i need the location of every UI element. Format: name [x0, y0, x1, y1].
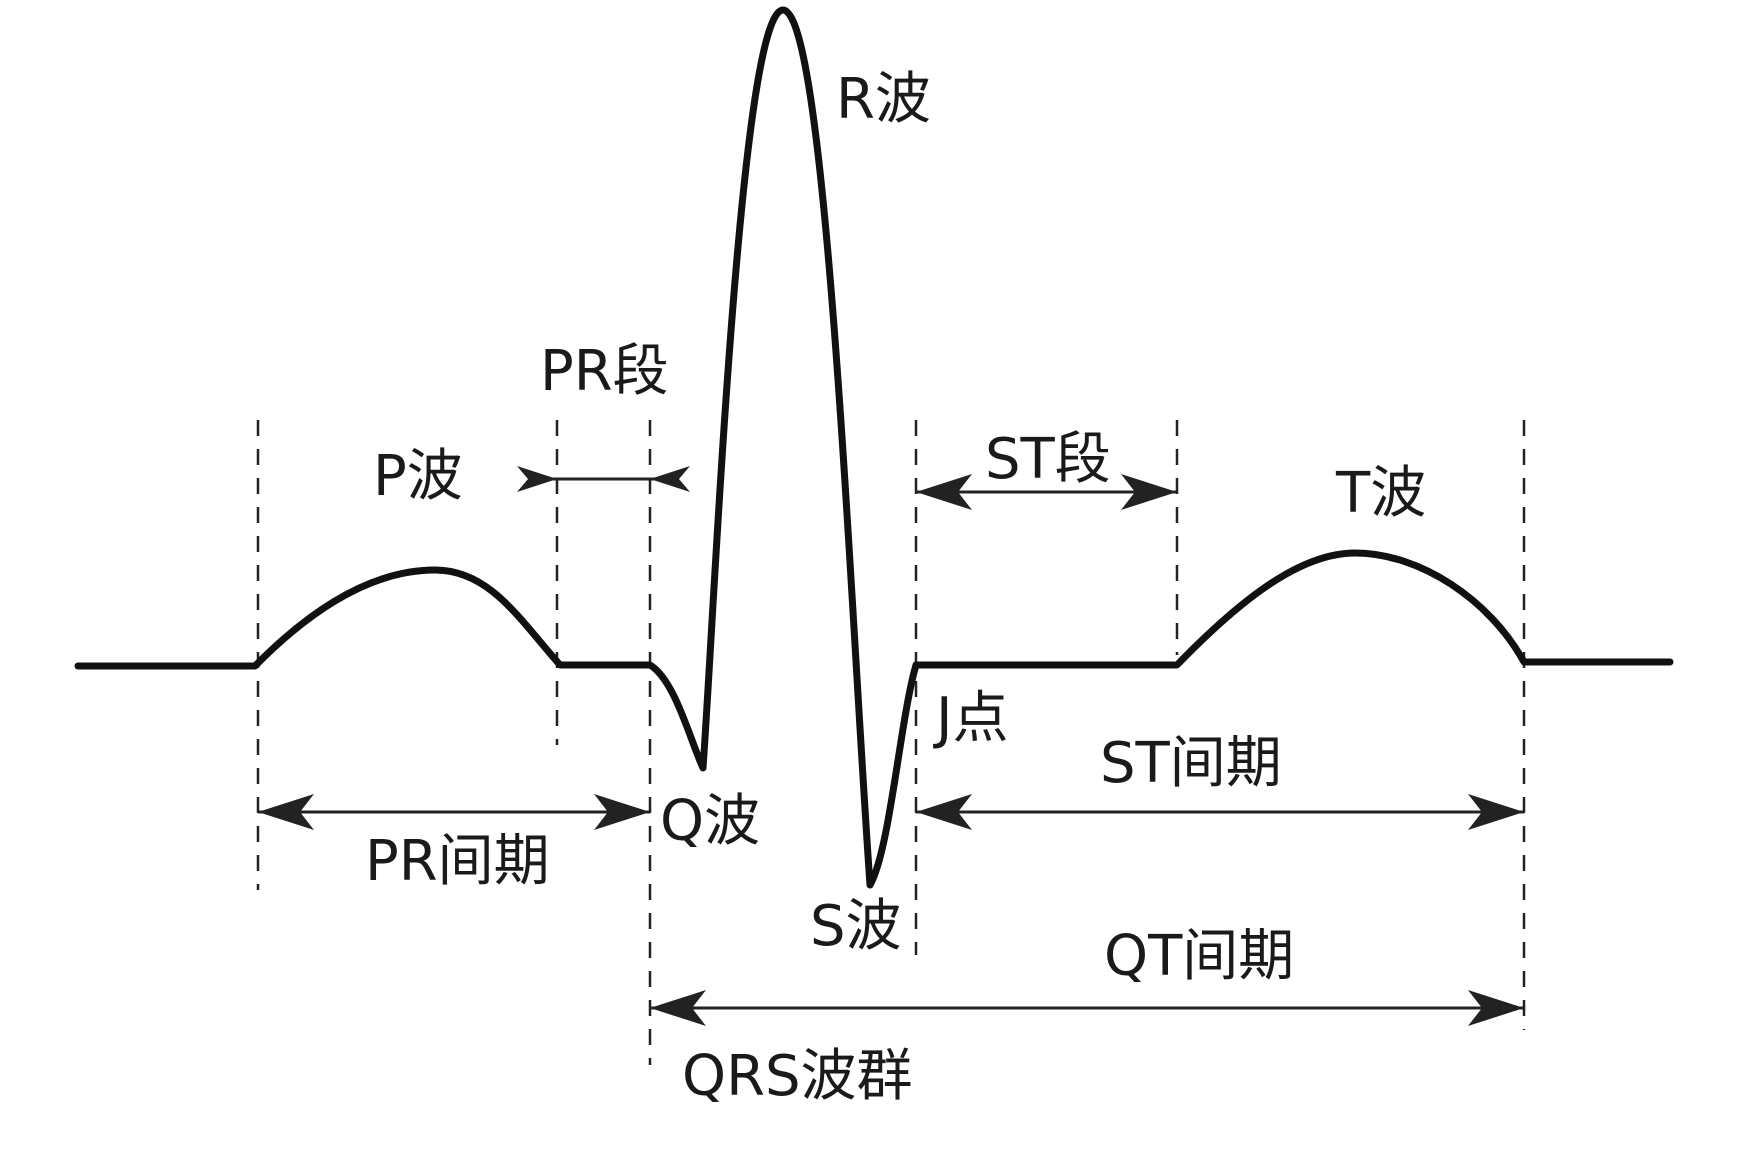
s-wave-label: S波: [810, 894, 902, 959]
st-segment-label: ST段: [985, 427, 1111, 492]
j-point-label: J点: [933, 686, 1009, 751]
st-interval-label: ST间期: [1100, 731, 1282, 796]
interval-arrows: [258, 466, 1524, 1026]
guide-lines: [256, 420, 1526, 1065]
r-wave-label: R波: [836, 67, 931, 132]
qrs-complex-label: QRS波群: [682, 1044, 913, 1109]
q-wave-label: Q波: [660, 789, 760, 854]
diagram-labels: R波 PR段 P波 ST段 T波 J点 ST间期 Q波 PR间期 S波 QT间期…: [365, 67, 1426, 1109]
t-wave-label: T波: [1335, 461, 1426, 526]
p-wave-label: P波: [373, 444, 463, 509]
st-segment-arrow: [916, 474, 1177, 510]
pr-segment-label: PR段: [540, 339, 669, 404]
st-interval-arrow: [916, 794, 1524, 830]
ecg-waveform-line: [74, 6, 1674, 889]
pr-segment-arrow: [517, 466, 690, 492]
qt-interval-arrow: [650, 990, 1524, 1026]
pr-interval-label: PR间期: [365, 829, 550, 894]
qt-interval-label: QT间期: [1104, 924, 1294, 989]
pr-interval-arrow: [258, 794, 650, 830]
